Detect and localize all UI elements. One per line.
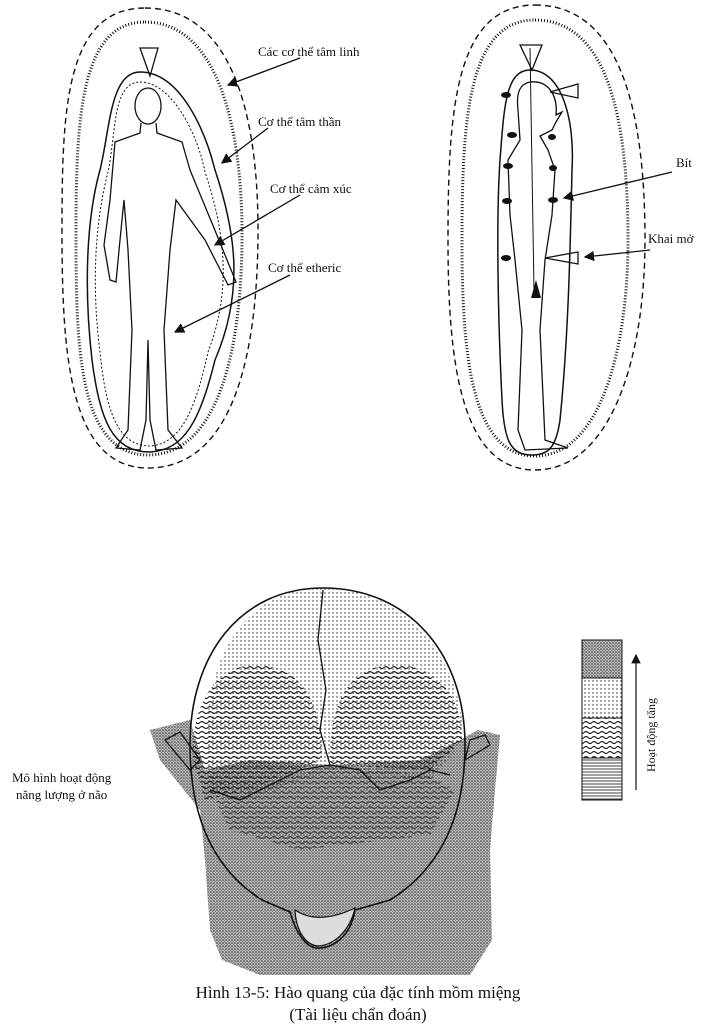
arrow-emotional (213, 194, 301, 246)
side-outer-aura-dashed (447, 4, 646, 471)
brow-funnel (549, 83, 579, 99)
mid-waves (215, 765, 455, 850)
label-spiritual-bodies: Các cơ thể tâm linh (258, 44, 360, 59)
head-outline (189, 587, 466, 949)
side-emotional-aura (497, 69, 574, 456)
brain-energy-figure (150, 587, 500, 975)
front-label-arrows (173, 57, 301, 333)
human-body-side (507, 81, 569, 451)
left-lobe-waves (192, 665, 322, 800)
mental-aura-hatched (74, 20, 244, 457)
right-ear (463, 734, 491, 762)
label-open: Khai mở (648, 231, 694, 246)
label-blocked: Bít (676, 155, 692, 170)
arrow-blocked (562, 171, 673, 201)
left-ear (163, 731, 201, 771)
arrow-etheric (173, 274, 291, 333)
chakra-markers (501, 92, 558, 298)
side-aura-figure (447, 4, 646, 471)
emotional-aura (86, 71, 235, 453)
right-lobe-waves (330, 665, 462, 770)
crown-funnel (139, 47, 159, 79)
etheric-aura (94, 81, 224, 447)
legend-swatch-dots (581, 677, 623, 719)
label-etheric-body: Cơ thể etheric (268, 260, 342, 275)
right-suture (329, 764, 451, 791)
activity-legend (581, 639, 641, 801)
label-brain-model-line2: năng lượng ở não (16, 787, 108, 802)
legend-swatch-dense (581, 639, 623, 679)
label-mental-body: Cơ thể tâm thần (258, 114, 342, 129)
central-channel (529, 47, 535, 291)
legend-swatch-waves (581, 717, 623, 759)
mouth-shape (294, 906, 356, 947)
front-aura-figure (61, 7, 259, 469)
arrow-spiritual (226, 57, 301, 87)
sacral-funnel (544, 251, 579, 265)
side-label-arrows (562, 171, 673, 262)
human-body-front (103, 87, 237, 451)
label-brain-model-line1: Mô hình hoạt động (12, 770, 112, 785)
label-emotional-body: Cơ thể cảm xúc (270, 181, 352, 196)
arrow-mental (220, 127, 269, 164)
caption-line2: (Tài liệu chẩn đoán) (289, 1005, 427, 1024)
legend-swatch-lines (581, 757, 623, 801)
arrow-open (583, 249, 651, 262)
side-crown-funnel (518, 44, 543, 72)
caption-line1: Hình 13-5: Hào quang của đặc tính mồm mi… (195, 983, 521, 1002)
side-mental-aura (460, 18, 630, 458)
outer-aura-dashed (61, 7, 259, 469)
legend-axis-label: Hoạt động tăng (644, 698, 658, 772)
